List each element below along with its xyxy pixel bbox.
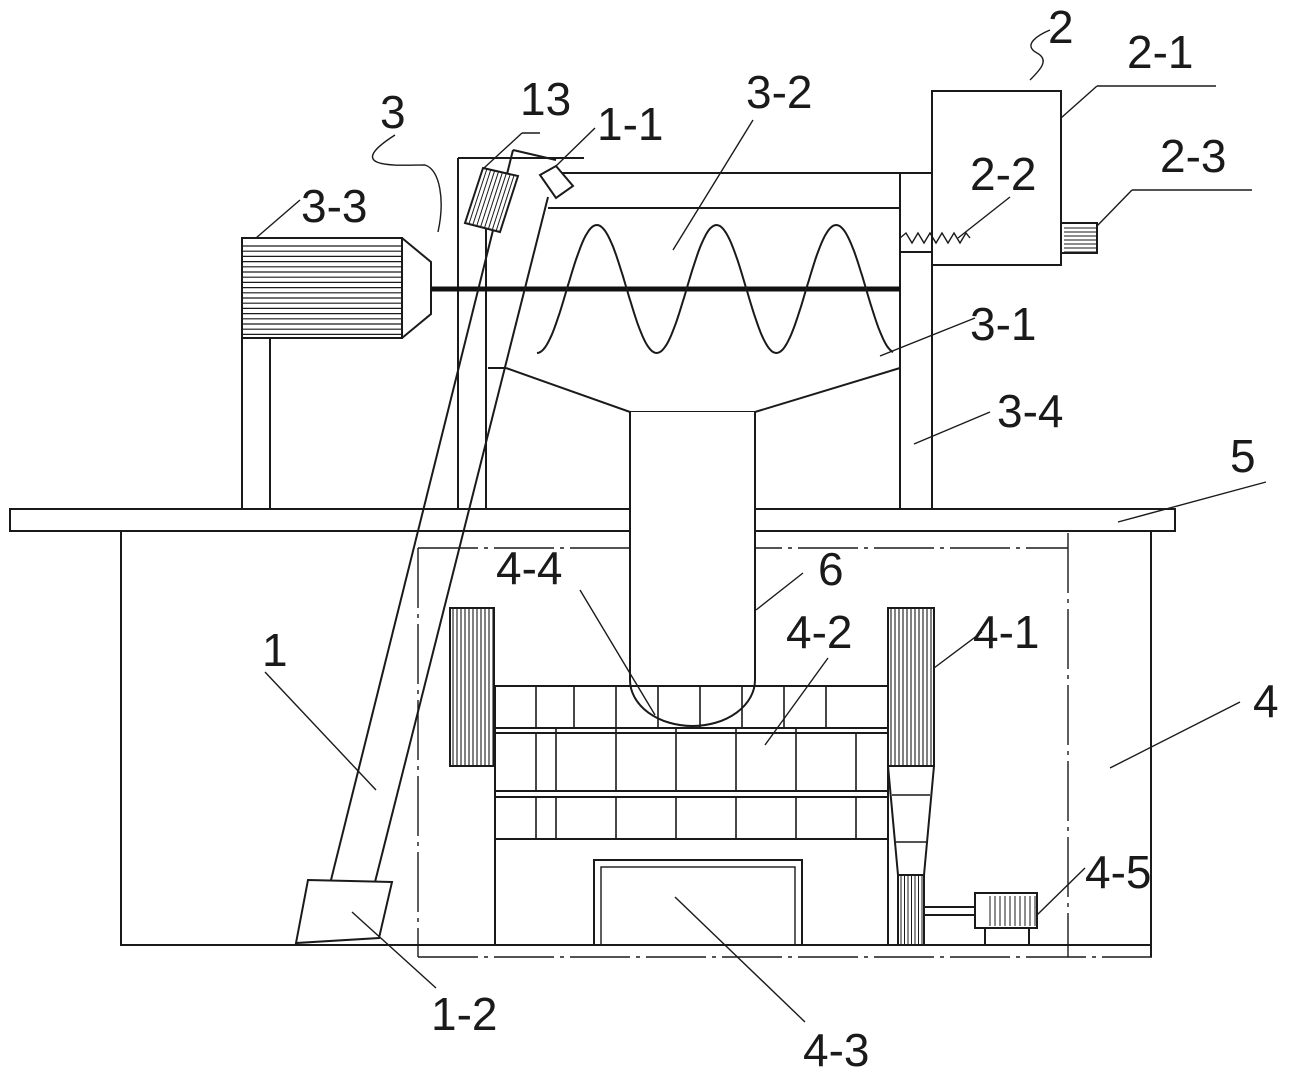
box-2-1 [931,90,1062,266]
motor-4-5-base [984,927,1030,946]
leader-1 [264,671,377,791]
leader-3-4 [913,411,991,445]
leader-2-tail [1029,52,1044,81]
filter-block-13 [463,166,520,234]
feed-pipe-6 [629,412,756,727]
leader-4-1 [933,631,983,669]
motor-end-cap [401,237,432,339]
leader-2-3 [1096,189,1133,227]
label-6: 6 [818,543,844,595]
sensor-1-1 [538,164,575,200]
conveyor-right-rail [374,196,549,883]
conveyor-head [512,149,557,161]
filter-grill [468,168,515,232]
label-4-4: 4-4 [496,542,562,594]
motor-4-5 [924,892,1038,946]
label-13: 13 [520,73,571,125]
filter-grill-line [468,168,488,225]
leader-3 [371,134,442,233]
label-3-2: 3-2 [746,66,812,118]
screw-blade-helix [536,223,894,355]
label-3: 3 [380,86,406,138]
leader-3-3 [255,199,301,239]
filter-body [463,166,520,234]
filter-grill-line [483,172,503,229]
unit-2 [899,90,1098,266]
leader-4-3 [674,896,806,1023]
leader-6 [755,572,804,611]
label-1-1: 1-1 [597,98,663,150]
filter-grill-line [480,171,500,228]
filter-grill-line [491,174,511,231]
label-3-3: 3-3 [301,180,367,232]
leader-2 [1030,29,1051,54]
left-roller [449,607,495,767]
label-2-1: 2-1 [1127,26,1193,78]
label-2-2: 2-2 [970,148,1036,200]
filter-grill-line [495,174,515,232]
filter-grill-line [476,170,496,227]
left-roller-stripes [452,608,494,766]
outlet-4-3-inner [600,866,796,946]
label-3-4: 3-4 [997,385,1063,437]
filter-grill-line [487,173,507,230]
leader-2-1 [1060,85,1098,119]
label-4: 4 [1253,675,1279,727]
leader-13 [483,132,523,169]
label-4-5: 4-5 [1085,846,1151,898]
platform-plate [9,508,1176,532]
label-2: 2 [1048,1,1074,53]
leader-3-2 [672,119,754,251]
mill-cell-grid [535,686,857,839]
knob-2-3 [1060,222,1098,254]
label-4-1: 4-1 [973,606,1039,658]
leader-4-4 [579,589,656,716]
right-roller-4-1 [886,607,936,946]
labels: 2 2-1 2-2 2-3 3 3-3 13 1-1 3-2 3-1 3-4 5… [262,1,1279,1071]
hopper-3-1 [488,367,901,413]
filter-grill-line [472,169,492,226]
leader-1-1 [555,127,596,167]
conveyor-foot-1-2 [294,878,394,945]
leader-2-2 [957,196,1011,239]
right-roller-cone [886,765,936,876]
label-2-3: 2-3 [1160,130,1226,182]
motor-4-5-fins [989,896,1036,926]
label-3-1: 3-1 [970,298,1036,350]
spring-2-2 [899,231,971,245]
label-1: 1 [262,624,288,676]
label-4-3: 4-3 [803,1024,869,1071]
leader-4 [1109,701,1241,769]
hopper-funnel [505,367,901,413]
right-roller-stripes [890,608,932,766]
leader-5 [1117,481,1267,523]
knob-grip-lines [1064,227,1097,253]
leader-3-1 [879,317,976,357]
conveyor-left-rail [329,149,514,885]
outlet-4-3 [593,859,803,946]
leader-4-2 [764,657,829,746]
leader-1-2 [351,911,437,989]
lower-coil-stripes [900,875,923,945]
leader-lines [255,29,1267,1023]
motor-cooling-fins [242,245,402,335]
label-5: 5 [1230,430,1256,482]
motor-4-5-body [974,892,1038,929]
screw-motor-3-3 [241,237,432,509]
label-1-2: 1-2 [431,988,497,1040]
leader-4-5 [1036,867,1086,916]
label-4-2: 4-2 [786,606,852,658]
